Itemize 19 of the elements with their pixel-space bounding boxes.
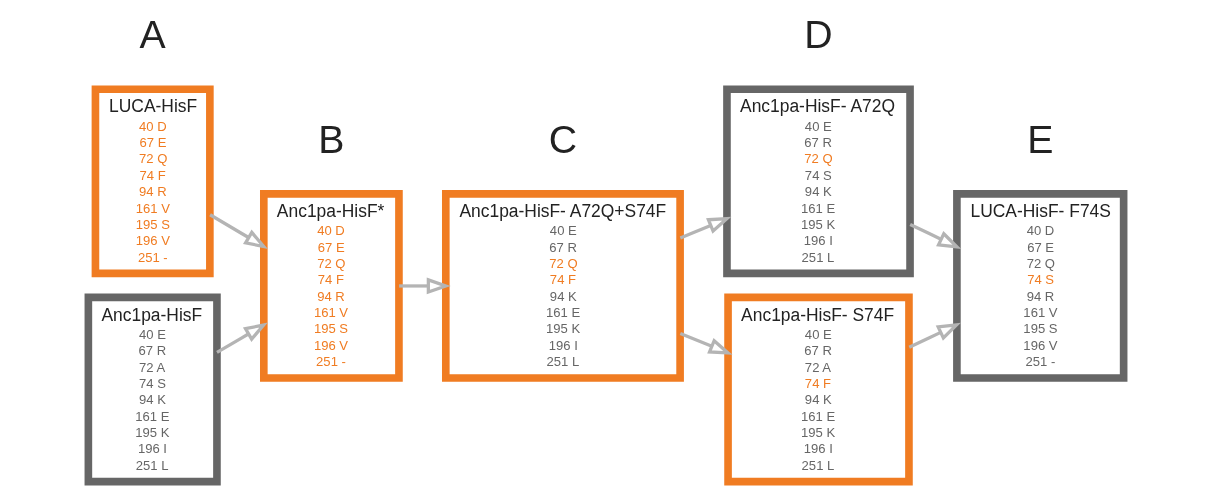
label: C: [548, 116, 577, 161]
label: D: [803, 12, 833, 57]
node-box: Anc1pa-HisF- A72Q+S74F 40 E 67 R 72 Q 74 F 94 K 161 E 195 K 196 I 251 L: [441, 190, 684, 382]
arrow: [679, 331, 733, 355]
node-box: LUCA-HisF- F74S 40 D 67 E 72 Q 74 S 94 R 161 V 195 S 196 V 251 -: [952, 190, 1127, 382]
label: A: [139, 12, 166, 57]
arrow: [208, 213, 268, 250]
arrow: [215, 322, 268, 354]
label: E: [1026, 116, 1053, 161]
node-box: Anc1pa-HisF- A72Q 40 E 67 R 72 Q 74 S 94 K 161 E 195 K 196 I 251 L: [722, 85, 914, 278]
node-box: Anc1pa-HisF 40 E 67 R 72 A 74 S 94 K 161 E 195 K 196 I 251 L: [84, 293, 221, 486]
node-box: Anc1pa-HisF* 40 D 67 E 72 Q 74 F 94 R 161 V 195 S 196 V 251 -: [259, 190, 403, 382]
arrow: [908, 223, 961, 249]
arrow: [908, 322, 961, 349]
label: B: [317, 116, 344, 161]
node-box: Anc1pa-HisF- S74F 40 E 67 R 72 A 74 F 94 K 161 E 195 K 196 I 251 L: [723, 293, 913, 486]
node-box: LUCA-HisF 40 D 67 E 72 Q 74 F 94 R 161 V 195 S 196 V 251 -: [91, 85, 214, 278]
arrow: [679, 216, 731, 240]
arrow: [398, 277, 451, 295]
